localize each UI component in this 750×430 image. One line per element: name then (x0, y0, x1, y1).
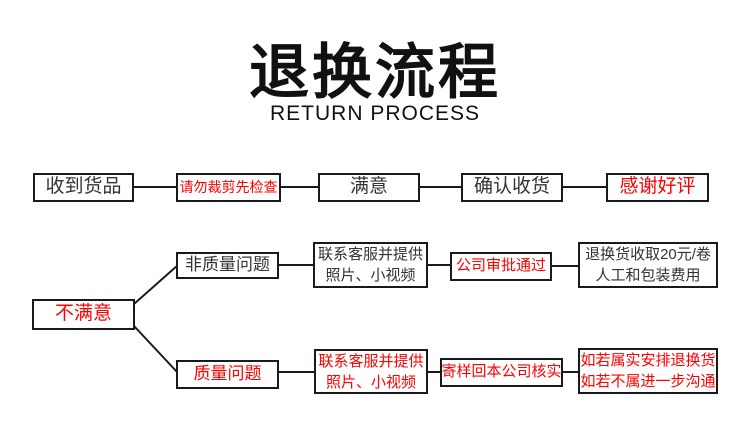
contact-line-1: 联系客服并提供 (318, 352, 424, 370)
fee-line-2: 人工和包装费用 (595, 267, 701, 284)
step-box-quality-issue: 质量问题 (176, 360, 279, 389)
step-box-unsatisfied: 不满意 (32, 299, 135, 330)
contact-line-2: 照片、小视频 (325, 267, 416, 284)
page-title: 退换流程 (249, 39, 501, 106)
result-line-2: 如若不属进一步沟通 (580, 373, 716, 390)
step-box-non-quality-issue: 非质量问题 (176, 252, 279, 279)
step-box-confirm-receipt: 确认收货 (461, 173, 563, 202)
fee-line-1: 退换货收取20元/卷 (585, 246, 711, 263)
contact-line-1: 联系客服并提供 (317, 246, 423, 263)
page-subtitle: RETURN PROCESS (269, 102, 481, 125)
step-box-send-sample-verify: 寄样回本公司核实 (440, 358, 563, 387)
contact-line-2: 照片、小视频 (325, 373, 416, 391)
step-box-received-goods: 收到货品 (33, 173, 134, 202)
step-box-company-approval: 公司审批通过 (450, 252, 552, 281)
step-box-quality-contact-service: 联系客服并提供 照片、小视频 (314, 349, 428, 394)
step-box-thanks-good-review: 感谢好评 (606, 173, 709, 202)
step-box-non-quality-contact-service: 联系客服并提供 照片、小视频 (313, 242, 428, 288)
step-box-check-before-cutting: 请勿裁剪先检查 (176, 173, 281, 202)
step-box-verify-result: 如若属实安排退换货 如若不属进一步沟通 (578, 348, 718, 394)
step-box-return-fee: 退换货收取20元/卷 人工和包装费用 (578, 242, 718, 288)
result-line-1: 如若属实安排退换货 (580, 352, 716, 369)
step-box-satisfied: 满意 (318, 173, 420, 202)
